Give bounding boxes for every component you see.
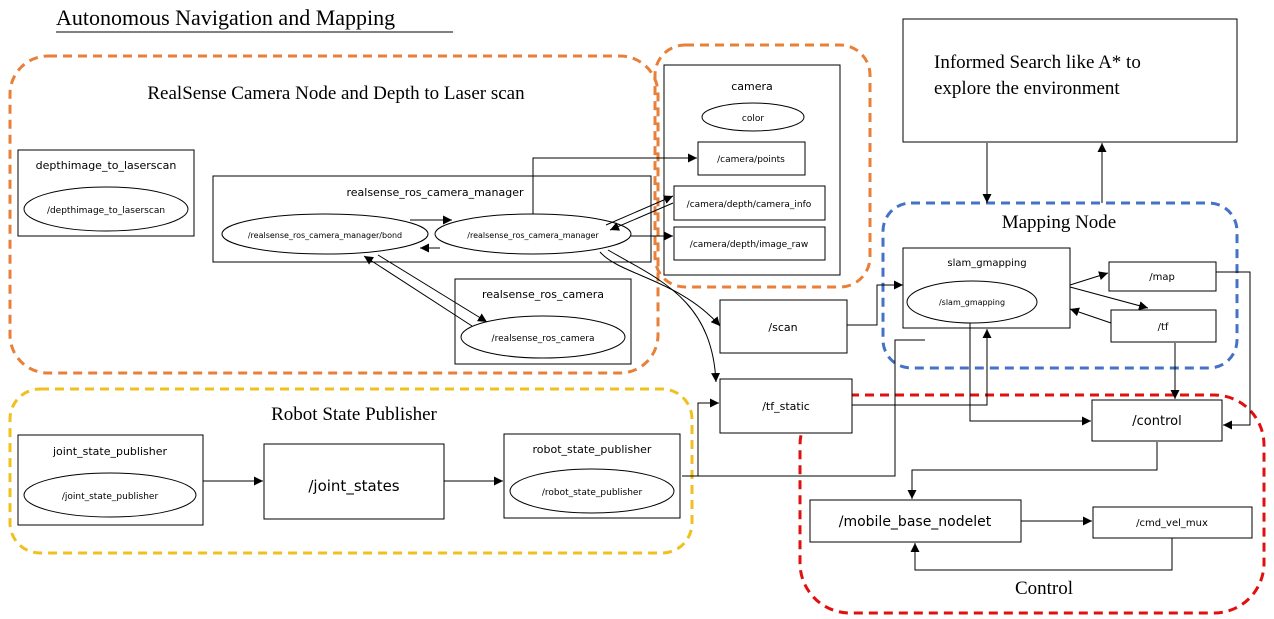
camera-namespace-label: camera <box>731 80 773 93</box>
manager-bond-node <box>221 213 429 255</box>
group-label-mapping: Mapping Node <box>1002 212 1117 233</box>
edge-map-to-tf <box>1069 286 1149 311</box>
depthimage-cluster-label: depthimage_to_laserscan <box>36 159 177 172</box>
edge-control-to-mobilebase <box>907 442 1158 499</box>
camera-info-topic <box>673 185 826 221</box>
edge-slam-to-map <box>1069 271 1109 286</box>
camera-cluster-label: realsense_ros_camera <box>482 288 604 301</box>
edge-manager-to-tfstatic <box>607 249 721 383</box>
depthimage-node-label: /depthimage_to_laserscan <box>47 206 165 216</box>
planner-text-line1: Informed Search like A* to <box>934 52 1141 73</box>
map-topic <box>1108 261 1217 292</box>
camera-points-topic <box>697 141 806 176</box>
slam-node-label: /slam_gmapping <box>939 298 1005 307</box>
color-node <box>701 102 805 132</box>
cmd-vel-mux-label: /cmd_vel_mux <box>1136 518 1208 529</box>
jsp-node-label: /joint_state_publisher <box>62 492 159 502</box>
edge-bond-to-camera <box>377 254 488 323</box>
planner-box <box>902 18 1238 143</box>
group-control <box>798 393 1266 615</box>
manager-bond-label: /realsense_ros_camera_manager/bond <box>248 231 402 240</box>
camera-points-label: /camera/points <box>717 155 785 165</box>
tf-static-topic <box>719 378 853 434</box>
edge-info-to-manager <box>609 202 674 231</box>
camera-info-label: /camera/depth/camera_info <box>687 200 812 210</box>
control-label: /control <box>1132 414 1181 429</box>
group-label-control: Control <box>1015 578 1073 599</box>
edge-scan-to-slam <box>847 280 903 326</box>
group-realsense <box>8 54 660 375</box>
joint-states-label: /joint_states <box>308 477 399 496</box>
edge-camera-to-bond <box>363 255 473 327</box>
depthimage-node <box>23 186 189 232</box>
camera-node <box>460 315 626 359</box>
rsp-node-label: /robot_state_publisher <box>542 488 643 498</box>
tf-label: /tf <box>1158 322 1169 333</box>
edge-manager-to-info <box>605 195 674 226</box>
tf-static-label: /tf_static <box>762 400 810 413</box>
diagram-title: Autonomous Navigation and Mapping <box>56 5 395 30</box>
rsp-cluster-label: robot_state_publisher <box>533 443 652 456</box>
color-node-label: color <box>742 114 764 124</box>
tf-topic <box>1110 309 1217 343</box>
edge-manager-to-scan <box>599 251 721 327</box>
slam-cluster-label: slam_gmapping <box>947 258 1026 269</box>
edge-cmdvel-to-mobilebase <box>910 538 1173 571</box>
image-raw-label: /camera/depth/image_raw <box>690 240 808 250</box>
camera-node-label: /realsense_ros_camera <box>492 334 595 344</box>
group-label-realsense: RealSense Camera Node and Depth to Laser… <box>147 83 525 104</box>
edge-tfstatic-to-slam <box>852 329 992 406</box>
joint-states-topic <box>263 443 445 520</box>
mobile-base-label: /mobile_base_nodelet <box>839 514 992 530</box>
planner-text-line2: explore the environment <box>934 78 1120 99</box>
image-raw-topic <box>673 226 826 261</box>
jsp-node <box>23 472 197 518</box>
group-robot-state <box>8 387 694 555</box>
jsp-cluster-label: joint_state_publisher <box>52 445 168 458</box>
edge-rsp-to-tfstatic <box>682 398 719 477</box>
edge-slam-to-control <box>969 323 1091 426</box>
group-camera <box>653 43 872 289</box>
control-topic <box>1091 399 1223 442</box>
slam-node <box>906 280 1038 324</box>
rsp-node <box>509 468 675 514</box>
mobile-base-topic <box>809 499 1022 543</box>
scan-topic <box>719 299 848 354</box>
edge-tf-to-slam <box>1069 307 1112 324</box>
manager-cluster-label: realsense_ros_camera_manager <box>346 186 524 199</box>
edge-rsp-to-tf <box>682 339 925 477</box>
manager-node-label: /realsense_ros_camera_manager <box>467 231 599 240</box>
scan-label: /scan <box>768 321 797 334</box>
edge-map-to-control <box>1216 271 1251 430</box>
group-label-robot-state: Robot State Publisher <box>271 404 437 425</box>
map-label: /map <box>1149 272 1175 283</box>
edge-manager-to-points <box>532 153 697 214</box>
